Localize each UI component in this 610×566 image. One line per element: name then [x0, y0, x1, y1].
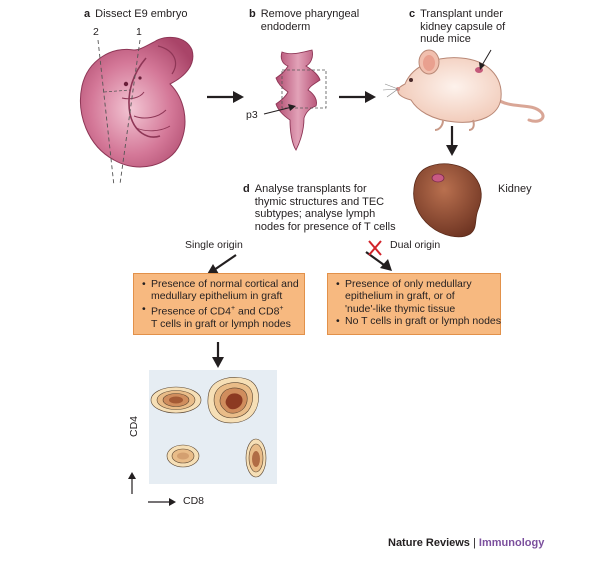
- arrow-single-origin: [213, 254, 237, 271]
- pouch-pointer-arrow: [263, 104, 296, 115]
- population-cd4-single: [150, 386, 202, 414]
- kidney-graft: [431, 173, 445, 183]
- endoderm-dashed-box: [281, 69, 327, 109]
- flow-plot-axis-arrows: [128, 472, 176, 506]
- cut-label-2: 2: [93, 26, 99, 38]
- mouse-eye: [409, 78, 413, 82]
- flow-plot-contours: [150, 377, 267, 478]
- cut-line-1: [119, 39, 141, 185]
- single-item-1: •Presence of normal cortical and medulla…: [142, 278, 299, 303]
- pouch-label-p3: p3: [246, 109, 258, 121]
- result-box-dual-origin: •Presence of only medullary epithelium i…: [327, 273, 501, 335]
- result-box-single-origin: •Presence of normal cortical and medulla…: [133, 273, 305, 335]
- embryo-illustration: [80, 36, 194, 187]
- branch-label-single: Single origin: [185, 239, 243, 251]
- population-cd8-single: [245, 438, 267, 478]
- endoderm-shape: [275, 49, 321, 151]
- credit-journal: Nature Reviews: [388, 537, 470, 549]
- kidney-shape: [413, 163, 482, 238]
- mouse-illustration: [383, 49, 545, 131]
- no-cross-mark: [368, 240, 382, 256]
- dual-item-2: •No T cells in graft or lymph nodes: [336, 315, 502, 328]
- kidney-label: Kidney: [498, 183, 532, 195]
- cut-line-2: [97, 39, 115, 187]
- kidney-illustration: [413, 163, 482, 238]
- journal-credit: Nature Reviews | Immunology: [388, 537, 544, 549]
- population-double-positive: [207, 377, 259, 424]
- single-item-2: •Presence of CD4+ and CD8+ T cells in gr…: [142, 302, 291, 330]
- credit-separator: |: [469, 537, 479, 549]
- x-axis-label: CD8: [183, 495, 205, 507]
- population-double-negative: [166, 444, 200, 468]
- endoderm-illustration: [275, 49, 327, 151]
- mouse-tail: [493, 96, 545, 123]
- cut-label-1: 1: [136, 26, 142, 38]
- credit-subject: Immunology: [478, 537, 545, 549]
- embryo-body: [80, 36, 194, 168]
- y-axis-label: CD4: [128, 415, 140, 437]
- dual-item-1: •Presence of only medullary epithelium i…: [336, 278, 472, 315]
- branch-label-dual: Dual origin: [390, 239, 441, 251]
